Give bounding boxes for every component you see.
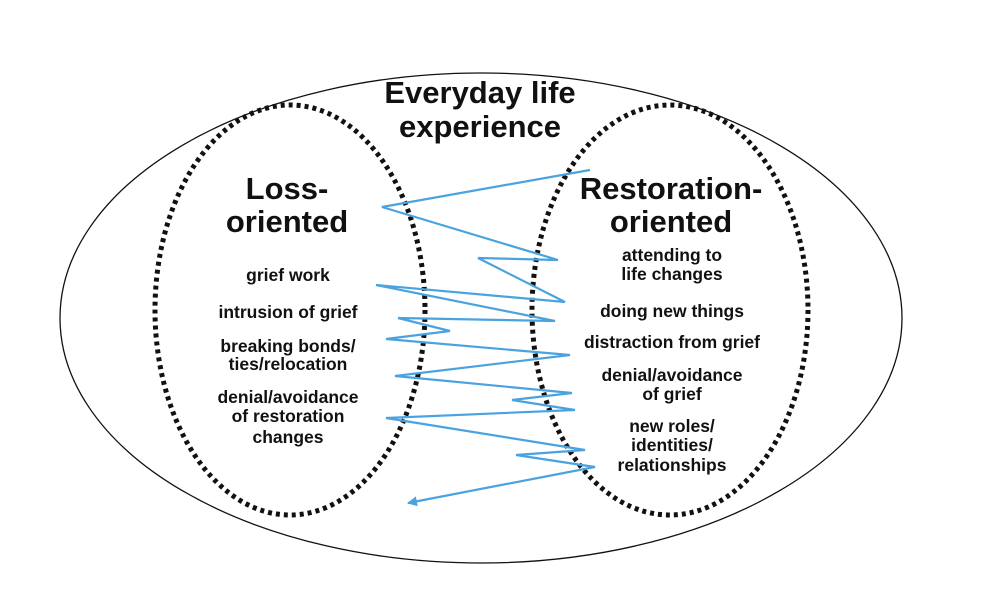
restoration-oriented-boundary — [529, 102, 811, 518]
diagram-title-line1: Everyday life — [384, 75, 575, 110]
restoration-item-roles-line3: relationships — [618, 455, 727, 475]
loss-item-denial-line2: of restoration — [232, 406, 345, 426]
loss-oriented-boundary — [152, 102, 428, 518]
loss-heading-line1: Loss- — [246, 171, 329, 206]
restoration-heading-line1: Restoration- — [580, 171, 763, 206]
restoration-item-new-things: doing new things — [600, 301, 744, 321]
oscillation-arrow — [375, 168, 596, 507]
restoration-item-denial-line2: of grief — [642, 384, 701, 404]
restoration-item-attending-line1: attending to — [622, 245, 722, 265]
restoration-item-denial-line1: denial/avoidance — [601, 365, 742, 385]
loss-item-breaking-bonds-line1: breaking bonds/ — [220, 336, 355, 356]
loss-item-denial-line1: denial/avoidance — [217, 387, 358, 407]
restoration-item-roles-line2: identities/ — [631, 435, 713, 455]
restoration-item-attending-line2: life changes — [621, 264, 722, 284]
loss-item-denial-line3: changes — [253, 427, 324, 447]
everyday-life-boundary — [59, 72, 903, 564]
restoration-item-roles-line1: new roles/ — [629, 416, 715, 436]
restoration-heading-line2: oriented — [610, 204, 732, 239]
loss-heading-line2: oriented — [226, 204, 348, 239]
loss-item-grief-work: grief work — [246, 265, 330, 285]
loss-item-intrusion: intrusion of grief — [218, 302, 357, 322]
loss-item-breaking-bonds-line2: ties/relocation — [229, 354, 348, 374]
diagram-title-line2: experience — [399, 109, 561, 144]
restoration-item-distraction: distraction from grief — [584, 332, 760, 352]
